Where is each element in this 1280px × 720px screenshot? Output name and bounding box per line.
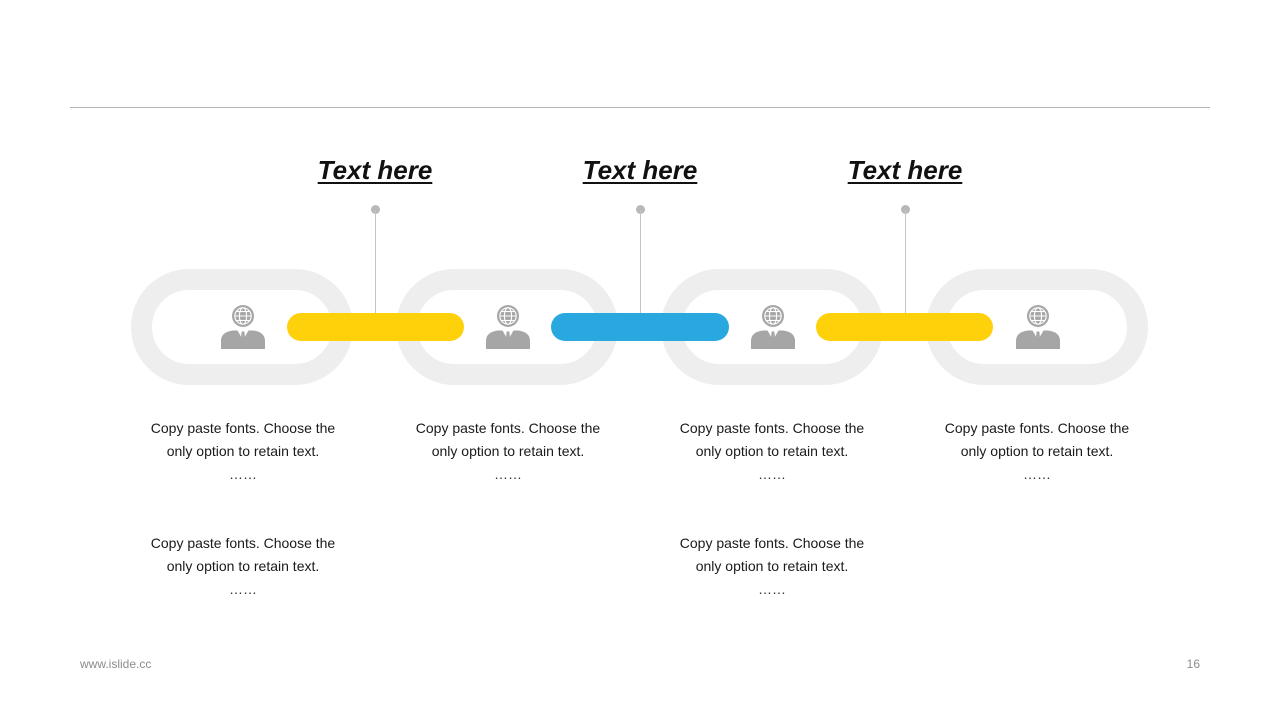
heading-3: Text here	[847, 155, 963, 185]
chain-bar-yellow-1	[287, 313, 464, 341]
description-line: Copy paste fonts. Choose the	[415, 420, 601, 436]
ellipsis: ……	[758, 466, 786, 482]
description-block-4: Copy paste fonts. Choose the only option…	[927, 417, 1147, 486]
ellipsis: ……	[494, 466, 522, 482]
chain-link-ring-1	[131, 269, 353, 385]
top-divider-line	[70, 107, 1210, 108]
description-line: Copy paste fonts. Choose the	[150, 535, 336, 551]
chain-bar-blue	[551, 313, 729, 341]
description-line: Copy paste fonts. Choose the	[679, 420, 865, 436]
connector-dot-3	[901, 205, 910, 214]
heading-2: Text here	[582, 155, 698, 185]
description-line: only option to retain text.	[695, 558, 849, 574]
page-number: 16	[1186, 657, 1200, 671]
description-block-1: Copy paste fonts. Choose the only option…	[133, 417, 353, 486]
connector-line-2	[640, 210, 641, 313]
chain-bar-yellow-2	[816, 313, 993, 341]
description-line: only option to retain text.	[695, 443, 849, 459]
footer-url: www.islide.cc	[80, 657, 152, 671]
description-block-3: Copy paste fonts. Choose the only option…	[662, 417, 882, 486]
businessman-globe-icon	[751, 305, 795, 349]
ellipsis: ……	[229, 581, 257, 597]
description-line: only option to retain text.	[960, 443, 1114, 459]
description-line: Copy paste fonts. Choose the	[679, 535, 865, 551]
businessman-globe-icon	[1016, 305, 1060, 349]
businessman-globe-icon	[221, 305, 265, 349]
description-block-2: Copy paste fonts. Choose the only option…	[398, 417, 618, 486]
description-line: only option to retain text.	[166, 443, 320, 459]
businessman-globe-icon	[486, 305, 530, 349]
description-block-5: Copy paste fonts. Choose the only option…	[133, 532, 353, 601]
connector-line-3	[905, 210, 906, 313]
connector-line-1	[375, 210, 376, 313]
description-line: Copy paste fonts. Choose the	[150, 420, 336, 436]
description-block-6: Copy paste fonts. Choose the only option…	[662, 532, 882, 601]
description-line: Copy paste fonts. Choose the	[944, 420, 1130, 436]
ellipsis: ……	[1023, 466, 1051, 482]
ellipsis: ……	[758, 581, 786, 597]
connector-dot-1	[371, 205, 380, 214]
description-line: only option to retain text.	[166, 558, 320, 574]
connector-dot-2	[636, 205, 645, 214]
ellipsis: ……	[229, 466, 257, 482]
heading-1: Text here	[317, 155, 433, 185]
description-line: only option to retain text.	[431, 443, 585, 459]
